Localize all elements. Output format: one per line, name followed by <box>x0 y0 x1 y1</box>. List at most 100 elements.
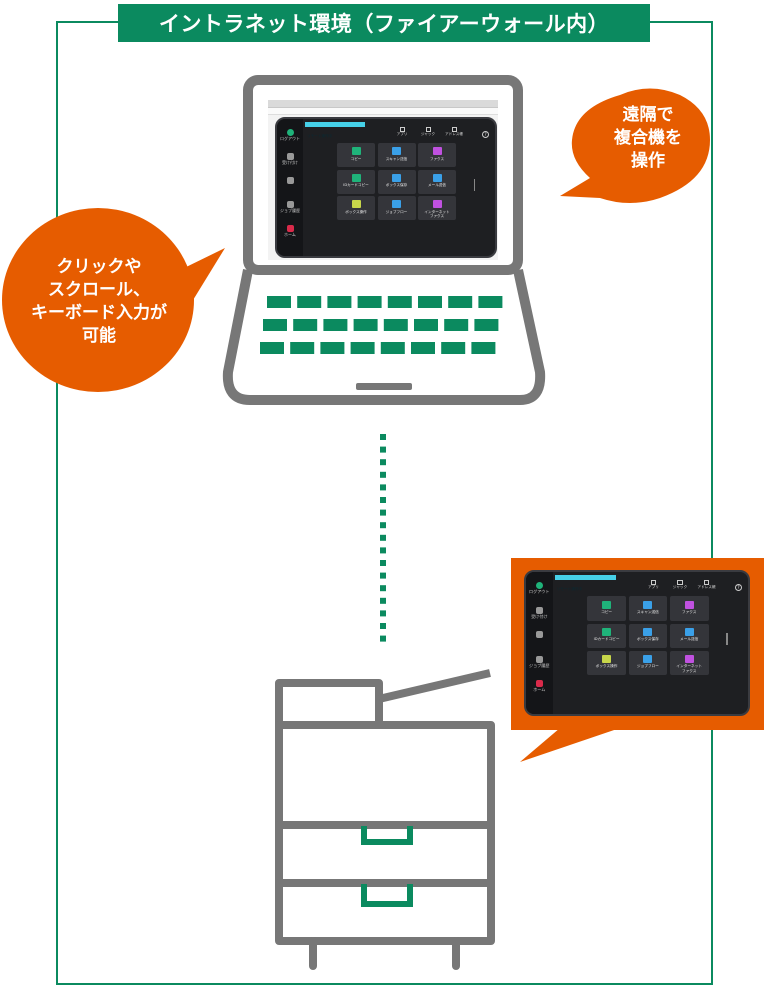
tile-copy[interactable]: コピー <box>337 143 375 167</box>
rail-item-logout[interactable]: ログアウト <box>526 582 553 595</box>
rail-item-settings[interactable] <box>277 177 303 184</box>
connection-dot <box>380 610 386 617</box>
ifax-icon <box>432 200 442 208</box>
panel-rail: ログアウト受け付けジョブ履歴ホーム <box>526 572 553 714</box>
tile-scan[interactable]: スキャン送信 <box>628 596 668 621</box>
connection-dot <box>380 560 386 566</box>
home-icon <box>535 680 543 688</box>
top-button-grid[interactable]: アプリ <box>642 580 664 590</box>
keyboard-key <box>441 342 466 354</box>
tile-label: ジョブフロー <box>385 209 408 214</box>
remote-status-label: リモート操作中 <box>307 134 333 138</box>
keyboard-key <box>357 296 382 308</box>
connection-dot <box>380 459 386 466</box>
connection-dot <box>380 572 386 579</box>
rail-item-inbox[interactable]: 受け付け <box>277 153 303 166</box>
tile-box-save[interactable]: ボックス保存 <box>377 169 416 194</box>
tile-jobflow[interactable]: ジョブフロー <box>377 196 416 220</box>
remote-panel-laptop[interactable]: ログアウト受け付けジョブ履歴ホーム リモート操作中 アプリジャック アドレス帳? コピー… <box>275 117 497 258</box>
idcard-icon <box>351 173 361 182</box>
page-indicator[interactable] <box>726 633 728 646</box>
rail-item-settings[interactable] <box>526 631 553 639</box>
tile-jobflow[interactable]: ジョブフロー <box>628 650 668 675</box>
keyboard-key <box>411 342 435 354</box>
box-save-icon <box>643 627 653 636</box>
rail-item-job[interactable]: ジョブ履歴 <box>526 655 553 669</box>
intranet-title: イントラネット環境（ファイアーウォール内） <box>118 4 650 42</box>
tile-box-save[interactable]: ボックス保存 <box>628 623 668 648</box>
connection-dot <box>380 534 386 541</box>
mail-icon <box>684 627 694 636</box>
tile-label: コピー <box>601 610 613 615</box>
tile-label: インターネット ファクス <box>424 209 450 218</box>
top-button-label: ジャック <box>420 132 436 136</box>
tile-mail[interactable]: メール送信 <box>669 623 709 648</box>
tile-label: スキャン送信 <box>636 610 659 615</box>
top-button-addressbook[interactable]: アドレス帳 <box>695 580 717 590</box>
tile-label: IDカードコピー <box>593 637 620 642</box>
tile-fax[interactable]: ファクス <box>669 596 709 621</box>
help-button[interactable]: ? <box>734 584 742 592</box>
grid-icon <box>399 127 405 132</box>
tile-label: ジョブフロー <box>636 664 659 669</box>
connection-dot <box>380 497 386 503</box>
rail-item-label: ホーム <box>533 687 546 693</box>
help-button[interactable]: ? <box>482 131 489 138</box>
tile-idcard[interactable]: IDカードコピー <box>337 169 375 194</box>
grid-icon <box>650 580 657 586</box>
browser-address-bar[interactable] <box>268 108 498 115</box>
mail-icon <box>432 173 442 182</box>
settings-icon <box>535 631 543 639</box>
tile-label: ボックス操作 <box>345 209 367 214</box>
remote-operation-label: 遠隔で 複合機を 操作 <box>614 105 682 171</box>
scan-icon <box>643 600 653 609</box>
rail-item-job[interactable]: ジョブ履歴 <box>277 201 303 214</box>
tile-label: メール送信 <box>680 637 699 642</box>
tile-label: ボックス保存 <box>385 183 408 187</box>
keyboard-key <box>418 296 442 308</box>
top-button-addressbook[interactable]: アドレス帳 <box>443 127 465 137</box>
tile-folder[interactable]: ボックス操作 <box>587 650 626 675</box>
tile-copy[interactable]: コピー <box>587 596 626 621</box>
top-button-bucket[interactable]: ジャック <box>669 580 691 590</box>
rail-item-label: 受け付け <box>282 160 298 165</box>
tile-idcard[interactable]: IDカードコピー <box>587 623 626 648</box>
box-save-icon <box>392 173 401 182</box>
tile-scan[interactable]: スキャン送信 <box>377 143 416 167</box>
fax-icon <box>684 600 694 609</box>
rail-item-label: ログアウト <box>529 589 550 595</box>
top-button-bucket[interactable]: ジャック <box>417 127 439 137</box>
remote-status-bar: リモート操作中 <box>554 575 616 591</box>
addressbook-icon <box>451 127 457 132</box>
tile-folder[interactable]: ボックス操作 <box>337 196 375 220</box>
connection-dot <box>380 597 386 604</box>
tile-label: インターネット ファクス <box>676 664 702 673</box>
top-button-label: ジャック <box>672 585 688 590</box>
home-icon <box>286 225 294 232</box>
tile-ifax[interactable]: インターネット ファクス <box>669 650 709 675</box>
page-indicator[interactable] <box>473 179 475 191</box>
rail-item-home[interactable]: ホーム <box>277 225 303 238</box>
connection-dot <box>380 547 386 554</box>
top-button-grid[interactable]: アプリ <box>391 127 413 137</box>
input-capabilities-label: クリックや スクロール、 キーボード入力が 可能 <box>31 257 167 346</box>
connection-dot <box>380 484 386 491</box>
tile-fax[interactable]: ファクス <box>418 143 456 167</box>
fax-icon <box>432 147 442 155</box>
top-button-label: アドレス帳 <box>697 585 716 590</box>
connection-dot <box>380 635 386 642</box>
keyboard-key <box>444 319 469 331</box>
rail-item-logout[interactable]: ログアウト <box>277 129 303 142</box>
rail-item-inbox[interactable]: 受け付け <box>526 606 553 620</box>
rail-item-home[interactable]: ホーム <box>526 680 553 693</box>
tile-mail[interactable]: メール送信 <box>418 169 456 194</box>
logout-icon <box>535 582 543 590</box>
keyboard-key <box>350 342 375 354</box>
remote-panel-device[interactable]: ログアウト受け付けジョブ履歴ホームリモート操作中アプリジャックアドレス帳?コピー… <box>524 570 750 716</box>
keyboard-key <box>353 319 378 331</box>
keyboard-key <box>474 319 499 331</box>
keyboard-key <box>293 319 318 331</box>
keyboard-key <box>320 342 345 354</box>
jobflow-icon <box>643 654 653 663</box>
tile-ifax[interactable]: インターネット ファクス <box>418 196 456 220</box>
